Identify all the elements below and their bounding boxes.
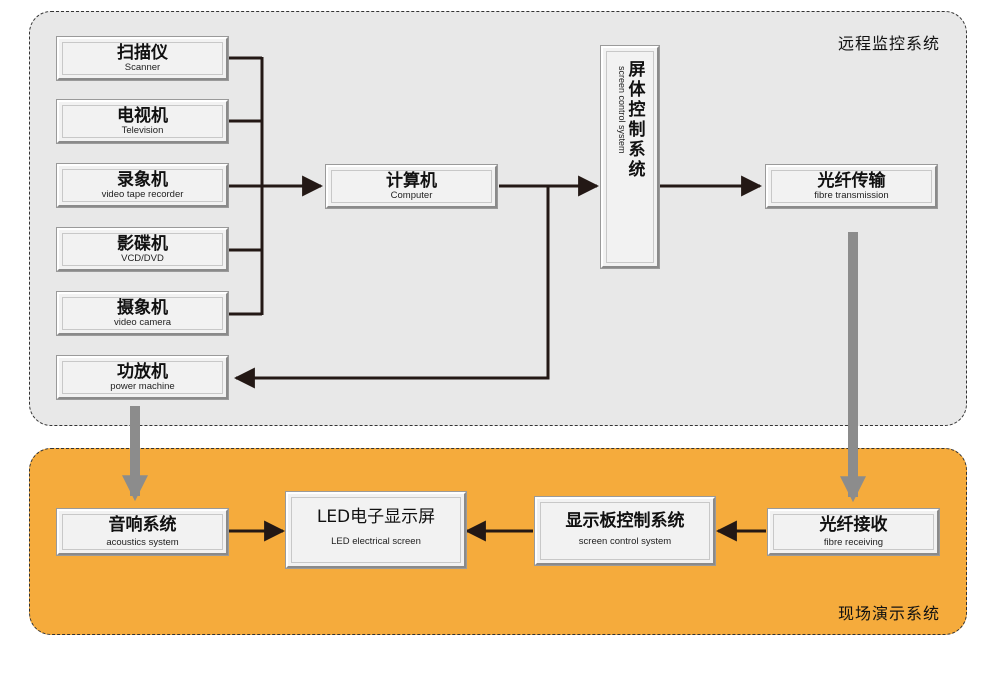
arrow-to-amplifier — [233, 186, 550, 389]
fibre-transmission-sublabel: fibre transmission — [814, 190, 889, 201]
led-screen-label: LED电子显示屏 — [316, 507, 436, 527]
remote-region-title: 远程监控系统 — [837, 34, 940, 53]
amplifier-label: 功放机 — [117, 362, 168, 382]
vcr-sublabel: video tape recorder — [101, 189, 184, 200]
screen-control-label: 屏体控制系统 — [628, 60, 646, 180]
vcr-box: 录象机 video tape recorder — [57, 164, 228, 207]
computer-sublabel: Computer — [390, 190, 433, 201]
scanner-label: 扫描仪 — [117, 43, 168, 63]
computer-box: 计算机 Computer — [326, 165, 497, 208]
site-region-title: 现场演示系统 — [837, 604, 940, 623]
camera-label: 摄象机 — [117, 298, 168, 318]
amplifier-box: 功放机 power machine — [57, 356, 228, 399]
acoustics-sublabel: acoustics system — [106, 537, 179, 548]
fibre-transmission-box: 光纤传输 fibre transmission — [766, 165, 937, 208]
camera-box: 摄象机 video camera — [57, 292, 228, 335]
television-label: 电视机 — [117, 106, 168, 126]
computer-label: 计算机 — [386, 171, 437, 191]
acoustics-box: 音响系统 acoustics system — [57, 509, 228, 555]
screen-control-sublabel: screen control system — [617, 66, 627, 154]
board-control-label: 显示板控制系统 — [565, 511, 685, 531]
fibre-transmission-label: 光纤传输 — [817, 171, 886, 191]
amplifier-sublabel: power machine — [110, 381, 175, 392]
fibre-receiving-sublabel: fibre receiving — [823, 537, 884, 548]
acoustics-label: 音响系统 — [108, 515, 177, 535]
scanner-box: 扫描仪 Scanner — [57, 37, 228, 80]
vcr-label: 录象机 — [117, 170, 168, 190]
fibre-receiving-label: 光纤接收 — [819, 515, 888, 535]
television-box: 电视机 Television — [57, 100, 228, 143]
fibre-receiving-box: 光纤接收 fibre receiving — [768, 509, 939, 555]
vcd-box: 影碟机 VCD/DVD — [57, 228, 228, 271]
television-sublabel: Television — [121, 125, 164, 136]
camera-sublabel: video camera — [113, 317, 172, 328]
board-control-sublabel: screen control system — [578, 536, 672, 547]
led-screen-sublabel: LED electrical screen — [331, 536, 421, 547]
vcd-label: 影碟机 — [117, 234, 168, 254]
board-control-box: 显示板控制系统 screen control system — [535, 497, 715, 565]
led-screen-box: LED电子显示屏 LED electrical screen — [286, 492, 466, 568]
screen-control-box: 屏体控制系统 screen control system — [601, 46, 659, 268]
vcd-sublabel: VCD/DVD — [121, 253, 164, 264]
scanner-sublabel: Scanner — [124, 62, 161, 73]
